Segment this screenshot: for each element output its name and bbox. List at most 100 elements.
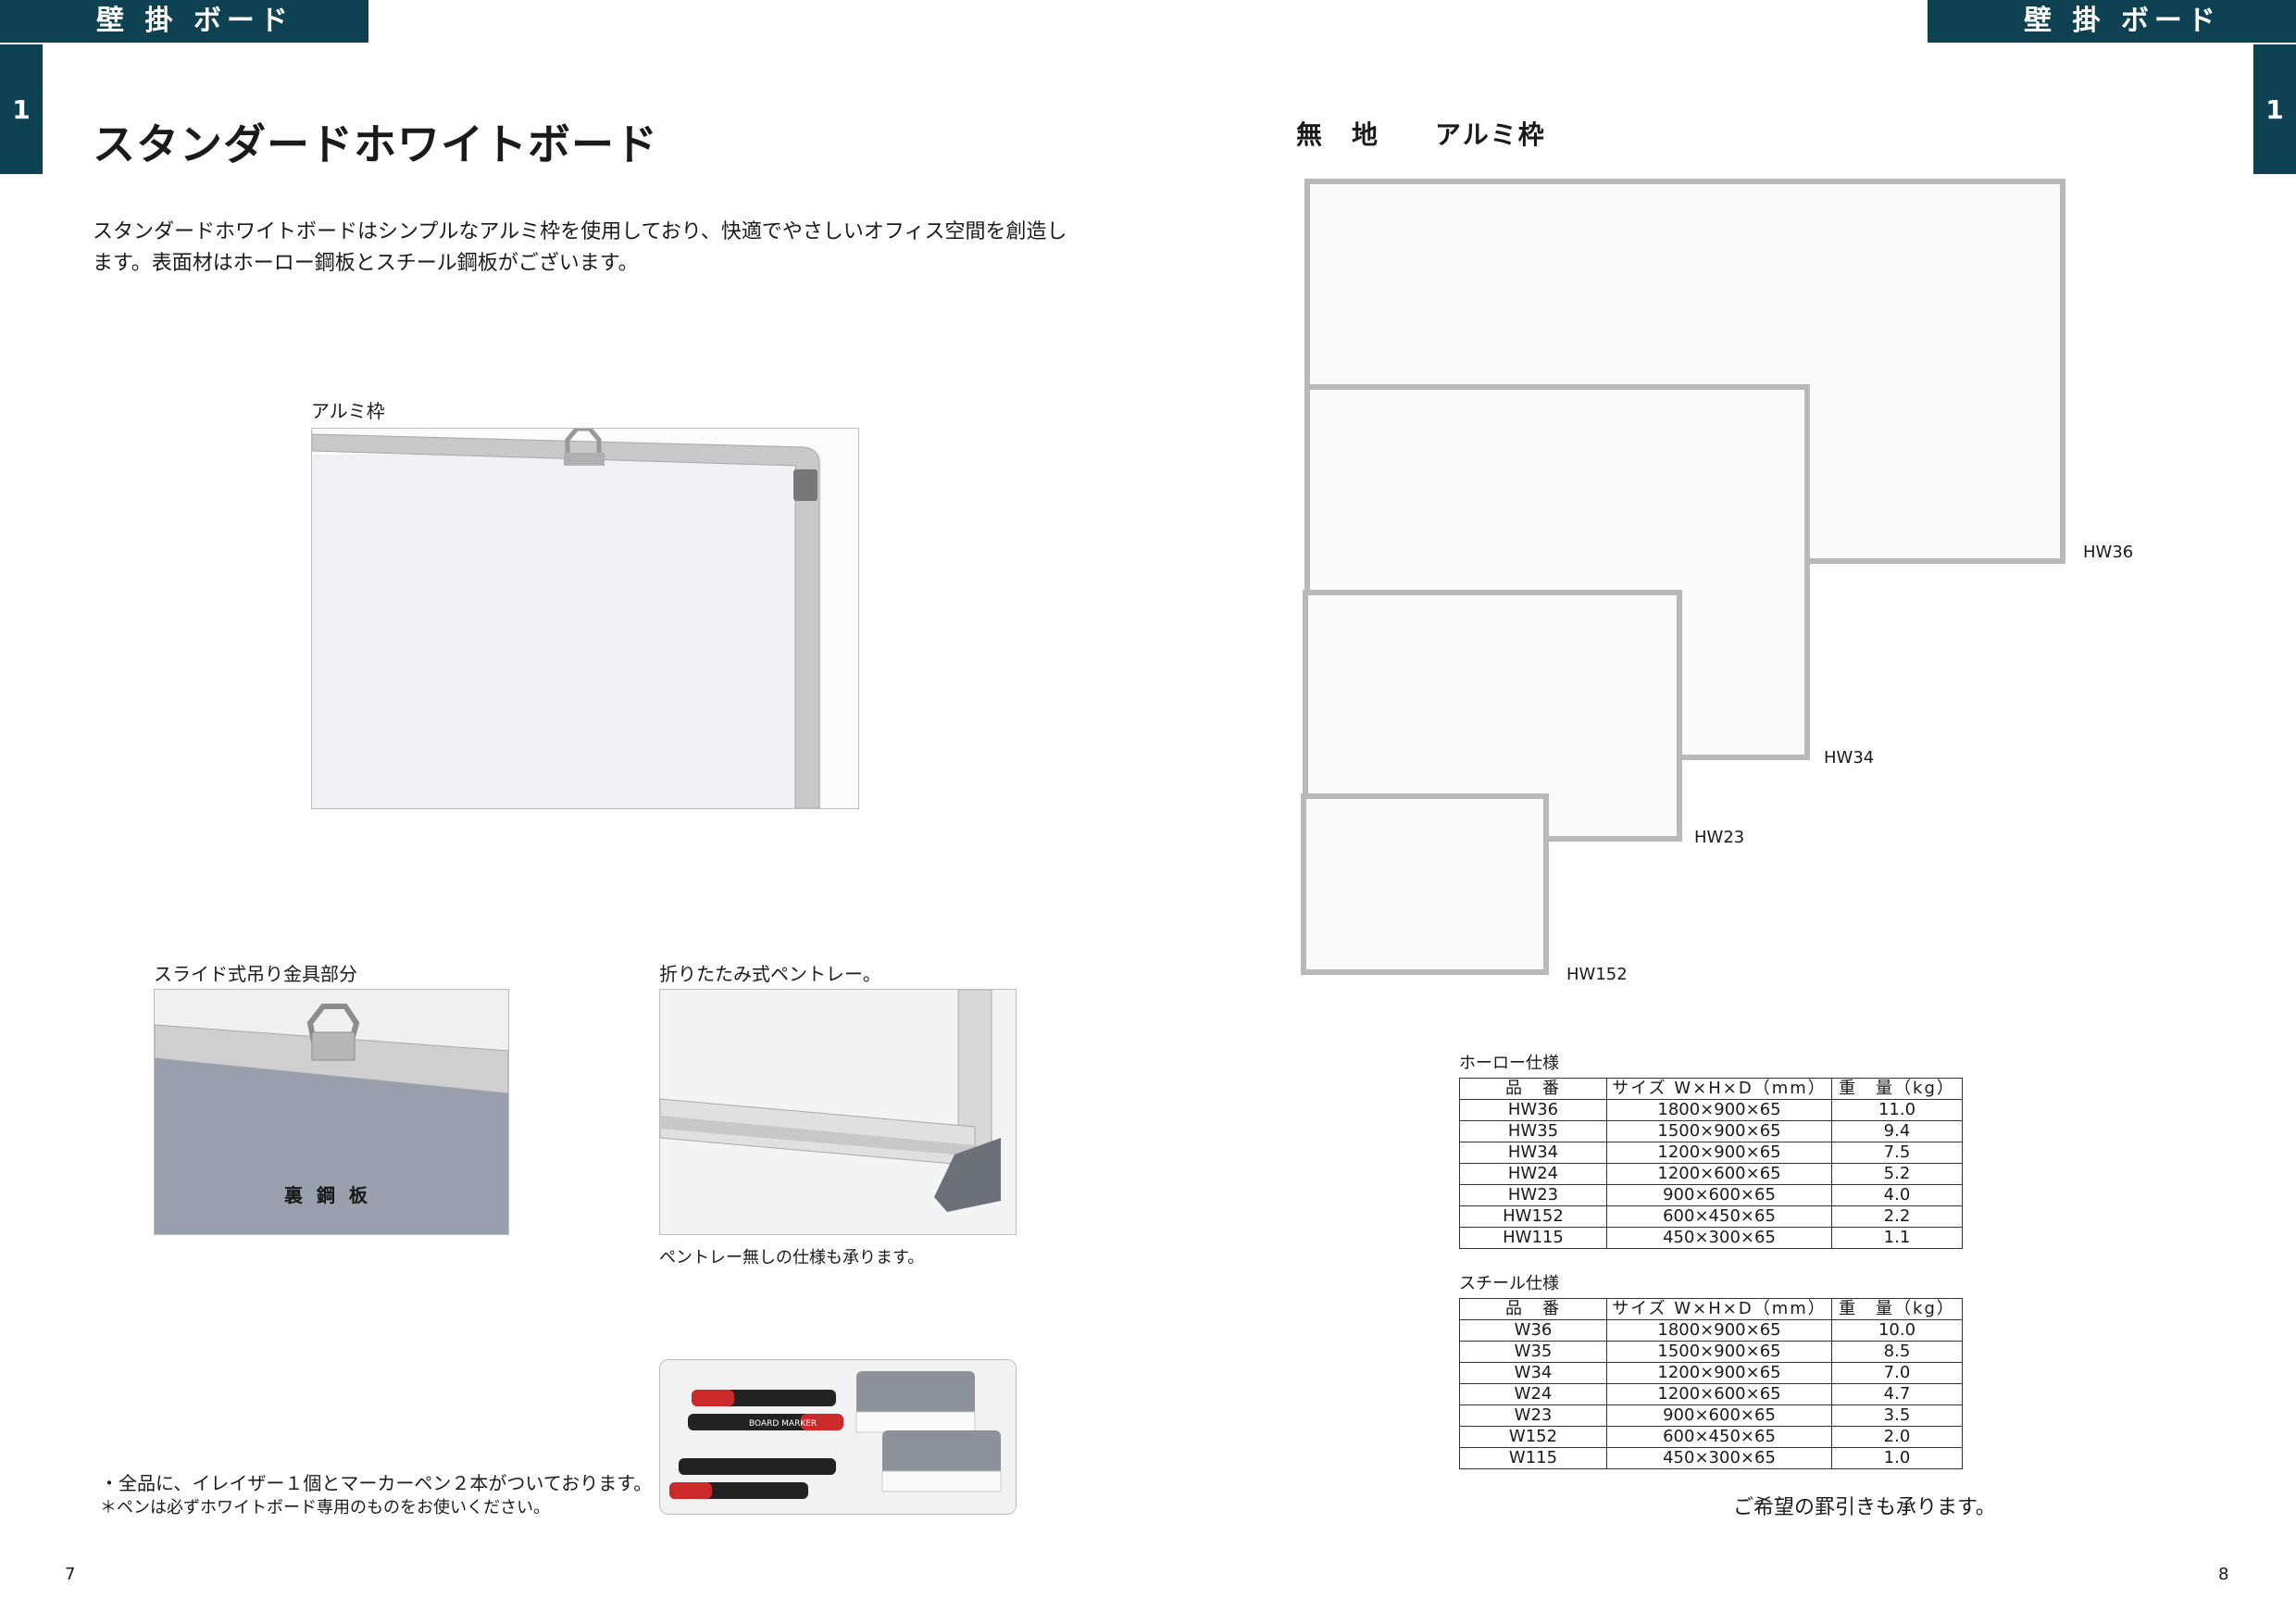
table-header-row: 品 番 サイズ W×H×D（mm） 重 量（kg） [1459, 1298, 1963, 1320]
cell-size: 900×600×65 [1606, 1184, 1832, 1206]
slide-hanger-photo: 裏 鋼 板 [154, 989, 509, 1235]
aluminum-frame-photo [311, 428, 859, 809]
steel-spec-caption: スチール仕様 [1459, 1274, 1559, 1293]
pen-tray-photo [659, 989, 1017, 1235]
cell-item-number: W35 [1459, 1341, 1607, 1363]
header-size: サイズ W×H×D（mm） [1606, 1298, 1832, 1320]
cell-item-number: HW23 [1459, 1184, 1607, 1206]
cell-size: 1500×900×65 [1606, 1341, 1832, 1363]
table-header-row: 品 番 サイズ W×H×D（mm） 重 量（kg） [1459, 1078, 1963, 1100]
header-tab-left-label: 壁 掛 ボード [96, 5, 293, 37]
footer-note: ご希望の罫引きも承ります。 [1733, 1496, 1996, 1519]
pen-tray-caption: 折りたたみ式ペントレー。 [659, 963, 881, 985]
cell-item-number: W23 [1459, 1405, 1607, 1427]
slide-hanger-illustration [155, 990, 508, 1234]
aluminum-frame-illustration [312, 429, 858, 808]
side-tab-right-number: 1 [2265, 94, 2284, 125]
cell-item-number: HW24 [1459, 1163, 1607, 1185]
header-item-number: 品 番 [1459, 1298, 1607, 1320]
cell-size: 900×600×65 [1606, 1405, 1832, 1427]
cell-item-number: W34 [1459, 1362, 1607, 1384]
side-tab-left-number: 1 [12, 94, 31, 125]
cell-size: 1200×900×65 [1606, 1142, 1832, 1164]
page-number-right: 8 [2218, 1565, 2229, 1584]
page-number-left: 7 [65, 1565, 76, 1584]
cell-weight: 10.0 [1831, 1319, 1963, 1342]
header-weight: 重 量（kg） [1831, 1298, 1963, 1320]
cell-item-number: W24 [1459, 1383, 1607, 1405]
cell-item-number: HW115 [1459, 1227, 1607, 1249]
cell-item-number: HW34 [1459, 1142, 1607, 1164]
cell-weight: 7.0 [1831, 1362, 1963, 1384]
cell-item-number: W152 [1459, 1426, 1607, 1448]
cell-weight: 9.4 [1831, 1120, 1963, 1142]
cell-size: 450×300×65 [1606, 1447, 1832, 1469]
board-label-hw36: HW36 [2083, 543, 2134, 562]
cell-item-number: HW152 [1459, 1205, 1607, 1228]
cell-weight: 4.7 [1831, 1383, 1963, 1405]
cell-weight: 2.0 [1831, 1426, 1963, 1448]
header-tab-left: 壁 掛 ボード [0, 0, 368, 43]
cell-size: 1800×900×65 [1606, 1099, 1832, 1121]
cell-size: 600×450×65 [1606, 1205, 1832, 1228]
cell-weight: 2.2 [1831, 1205, 1963, 1228]
marker-brand-text: BOARD MARKER [749, 1419, 817, 1429]
pen-tray-note: ペントレー無しの仕様も承ります。 [659, 1248, 925, 1267]
board-label-hw152: HW152 [1566, 965, 1628, 984]
header-weight: 重 量（kg） [1831, 1078, 1963, 1100]
intro-line-1: スタンダードホワイトボードはシンプルなアルミ枠を使用しており、快適でやさしいオフ… [93, 220, 1067, 243]
accessories-photo: BOARD MARKER [659, 1359, 1017, 1515]
side-tab-right: 1 [2253, 44, 2296, 174]
board-label-hw23: HW23 [1694, 828, 1745, 847]
frame-caption: アルミ枠 [311, 400, 385, 422]
intro-line-2: ます。表面材はホーロー鋼板とスチール鋼板がございます。 [93, 252, 639, 275]
whiteboard-size-lineup [1301, 179, 2065, 975]
cell-weight: 1.1 [1831, 1227, 1963, 1249]
accessory-note-1: ・全品に、イレイザー１個とマーカーペン２本がついております。 [100, 1472, 653, 1494]
slide-hanger-caption: スライド式吊り金具部分 [154, 963, 357, 985]
board-label-hw34: HW34 [1824, 748, 1875, 768]
header-item-number: 品 番 [1459, 1078, 1607, 1100]
header-size: サイズ W×H×D（mm） [1606, 1078, 1832, 1100]
cell-weight: 7.5 [1831, 1142, 1963, 1164]
cell-weight: 3.5 [1831, 1405, 1963, 1427]
cell-weight: 5.2 [1831, 1163, 1963, 1185]
cell-size: 450×300×65 [1606, 1227, 1832, 1249]
cell-item-number: HW36 [1459, 1099, 1607, 1121]
cell-size: 1200×600×65 [1606, 1163, 1832, 1185]
side-tab-left: 1 [0, 44, 43, 174]
cell-size: 600×450×65 [1606, 1426, 1832, 1448]
header-tab-right-label: 壁 掛 ボード [2024, 5, 2221, 37]
accessory-note-2: ＊ペンは必ずホワイトボード専用のものをお使いください。 [100, 1498, 550, 1517]
section-title: 無 地 アルミ枠 [1296, 119, 1546, 150]
header-tab-right: 壁 掛 ボード [1928, 0, 2296, 43]
pen-tray-illustration [660, 990, 1016, 1234]
accessories-illustration [660, 1360, 1016, 1514]
cell-size: 1800×900×65 [1606, 1319, 1832, 1342]
cell-weight: 8.5 [1831, 1341, 1963, 1363]
page-title: スタンダードホワイトボード [93, 119, 658, 169]
cell-weight: 4.0 [1831, 1184, 1963, 1206]
cell-item-number: W36 [1459, 1319, 1607, 1342]
intro-text: スタンダードホワイトボードはシンプルなアルミ枠を使用しており、快適でやさしいオフ… [93, 217, 1067, 280]
cell-size: 1500×900×65 [1606, 1120, 1832, 1142]
cell-item-number: W115 [1459, 1447, 1607, 1469]
cell-weight: 1.0 [1831, 1447, 1963, 1469]
cell-weight: 11.0 [1831, 1099, 1963, 1121]
